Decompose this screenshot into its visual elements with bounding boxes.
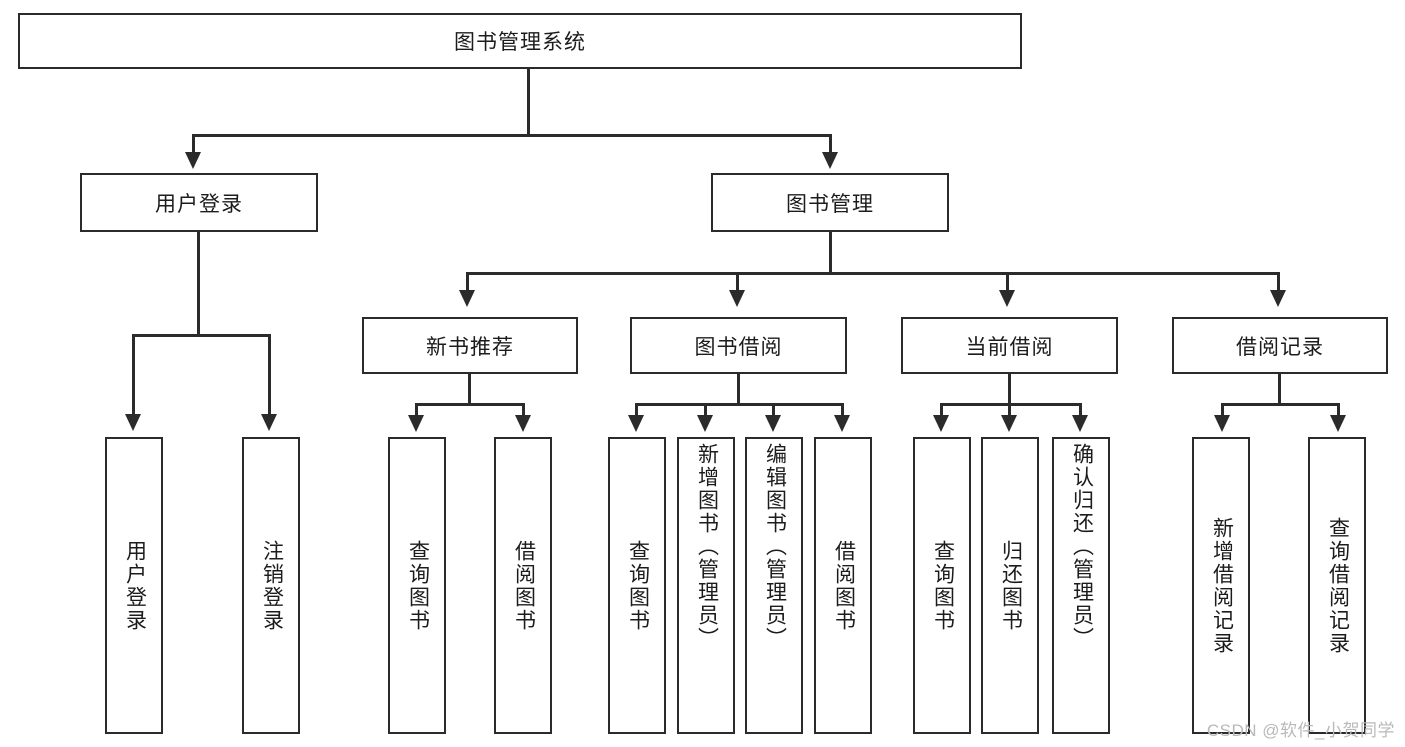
connector-currentborrow-bus	[940, 403, 1082, 406]
connector-root-stem	[527, 69, 530, 136]
arrow-currentborrow-leaf3	[1072, 415, 1088, 432]
leaf-label: 查询借阅记录	[1326, 516, 1350, 655]
leaf-label: 编辑图书（管理员）	[763, 443, 787, 650]
arrow-bookborrow-leaf2	[697, 415, 713, 432]
arrow-recommend-leaf2	[515, 415, 531, 432]
arrow-bookborrow-leaf4	[834, 415, 850, 432]
connector-borrowrecord-bus	[1221, 403, 1340, 406]
node-book-borrow[interactable]: 图书借阅	[630, 317, 847, 374]
connector-user-login-stem	[197, 232, 200, 337]
node-current-borrow[interactable]: 当前借阅	[901, 317, 1118, 374]
leaf-label: 用户登录	[123, 539, 147, 632]
connector-bookborrow-leaf4	[841, 403, 844, 417]
arrow-user-login-leaf1	[125, 414, 141, 431]
node-new-book-recommend[interactable]: 新书推荐	[362, 317, 578, 374]
connector-borrowrecord-stem	[1278, 374, 1281, 406]
node-label: 图书管理	[786, 192, 874, 216]
arrow-borrowrecord-leaf1	[1214, 415, 1230, 432]
leaf-query-book-current[interactable]: 查询图书	[913, 437, 971, 734]
leaf-query-borrow-record[interactable]: 查询借阅记录	[1308, 437, 1366, 734]
leaf-user-logout[interactable]: 注销登录	[242, 437, 300, 734]
connector-recommend-bus	[415, 403, 525, 406]
arrow-book-manage-to-current	[999, 290, 1015, 307]
node-book-management[interactable]: 图书管理	[711, 173, 949, 232]
node-label: 图书管理系统	[454, 31, 586, 54]
arrow-currentborrow-leaf1	[933, 415, 949, 432]
connector-root-bus	[192, 134, 832, 137]
arrow-book-manage-to-borrow	[729, 290, 745, 307]
arrow-book-manage-to-record	[1270, 290, 1286, 307]
connector-user-login-bus	[132, 334, 270, 337]
connector-bookborrow-leaf1	[635, 403, 638, 417]
connector-bookborrow-stem	[737, 374, 740, 406]
connector-root-to-user-login	[192, 134, 195, 154]
leaf-label: 查询图书	[931, 539, 955, 632]
connector-currentborrow-stem	[1008, 374, 1011, 406]
leaf-label: 确认归还（管理员）	[1070, 443, 1094, 650]
arrow-bookborrow-leaf3	[765, 415, 781, 432]
arrow-borrowrecord-leaf2	[1330, 415, 1346, 432]
leaf-borrow-book-recommend[interactable]: 借阅图书	[494, 437, 552, 734]
connector-recommend-stem	[468, 374, 471, 406]
leaf-label: 查询图书	[626, 539, 650, 632]
leaf-label: 新增借阅记录	[1210, 516, 1234, 655]
node-label: 新书推荐	[426, 335, 514, 359]
node-label: 用户登录	[155, 192, 243, 216]
arrow-book-manage-to-recommend	[459, 290, 475, 307]
connector-book-manage-stem	[829, 232, 832, 274]
connector-currentborrow-leaf3	[1079, 403, 1082, 417]
node-root-book-management-system[interactable]: 图书管理系统	[18, 13, 1022, 69]
leaf-query-book-recommend[interactable]: 查询图书	[388, 437, 446, 734]
leaf-query-book-borrow[interactable]: 查询图书	[608, 437, 666, 734]
leaf-label: 归还图书	[999, 539, 1023, 632]
arrow-bookborrow-leaf1	[628, 415, 644, 432]
connector-borrowrecord-leaf2	[1337, 403, 1340, 417]
leaf-label: 新增图书（管理员）	[695, 443, 719, 650]
connector-borrowrecord-leaf1	[1221, 403, 1224, 417]
arrow-currentborrow-leaf2	[1001, 415, 1017, 432]
connector-book-manage-bus	[466, 272, 1280, 275]
leaf-add-book[interactable]: 新增图书（管理员）	[677, 437, 735, 734]
node-label: 当前借阅	[965, 335, 1054, 359]
node-borrow-record[interactable]: 借阅记录	[1172, 317, 1388, 374]
connector-user-login-leaf1	[132, 334, 135, 416]
arrow-user-login-leaf2	[261, 414, 277, 431]
connector-book-manage-to-current	[1006, 272, 1009, 292]
connector-root-to-book-manage	[829, 134, 832, 154]
connector-currentborrow-leaf1	[940, 403, 943, 417]
connector-book-manage-to-borrow	[736, 272, 739, 292]
node-label: 借阅记录	[1236, 335, 1324, 359]
leaf-label: 查询图书	[406, 539, 430, 632]
leaf-label: 借阅图书	[832, 539, 856, 632]
leaf-confirm-return[interactable]: 确认归还（管理员）	[1052, 437, 1110, 734]
connector-recommend-leaf2	[522, 403, 525, 417]
connector-bookborrow-bus	[635, 403, 844, 406]
leaf-edit-book[interactable]: 编辑图书（管理员）	[745, 437, 803, 734]
connector-book-manage-to-recommend	[466, 272, 469, 292]
arrow-root-to-book-manage	[822, 152, 838, 169]
connector-recommend-leaf1	[415, 403, 418, 417]
leaf-add-borrow-record[interactable]: 新增借阅记录	[1192, 437, 1250, 734]
node-user-login[interactable]: 用户登录	[80, 173, 318, 232]
leaf-return-book[interactable]: 归还图书	[981, 437, 1039, 734]
connector-bookborrow-leaf2	[704, 403, 707, 417]
arrow-root-to-user-login	[185, 152, 201, 169]
connector-currentborrow-leaf2	[1008, 403, 1011, 417]
leaf-label: 借阅图书	[512, 539, 536, 632]
leaf-label: 注销登录	[260, 539, 284, 632]
arrow-recommend-leaf1	[408, 415, 424, 432]
connector-book-manage-to-record	[1277, 272, 1280, 292]
leaf-user-login[interactable]: 用户登录	[105, 437, 163, 734]
leaf-borrow-book[interactable]: 借阅图书	[814, 437, 872, 734]
connector-user-login-leaf2	[268, 334, 271, 416]
node-label: 图书借阅	[694, 335, 783, 359]
connector-bookborrow-leaf3	[772, 403, 775, 417]
watermark-text: CSDN @软件_小贺同学	[1206, 721, 1395, 740]
